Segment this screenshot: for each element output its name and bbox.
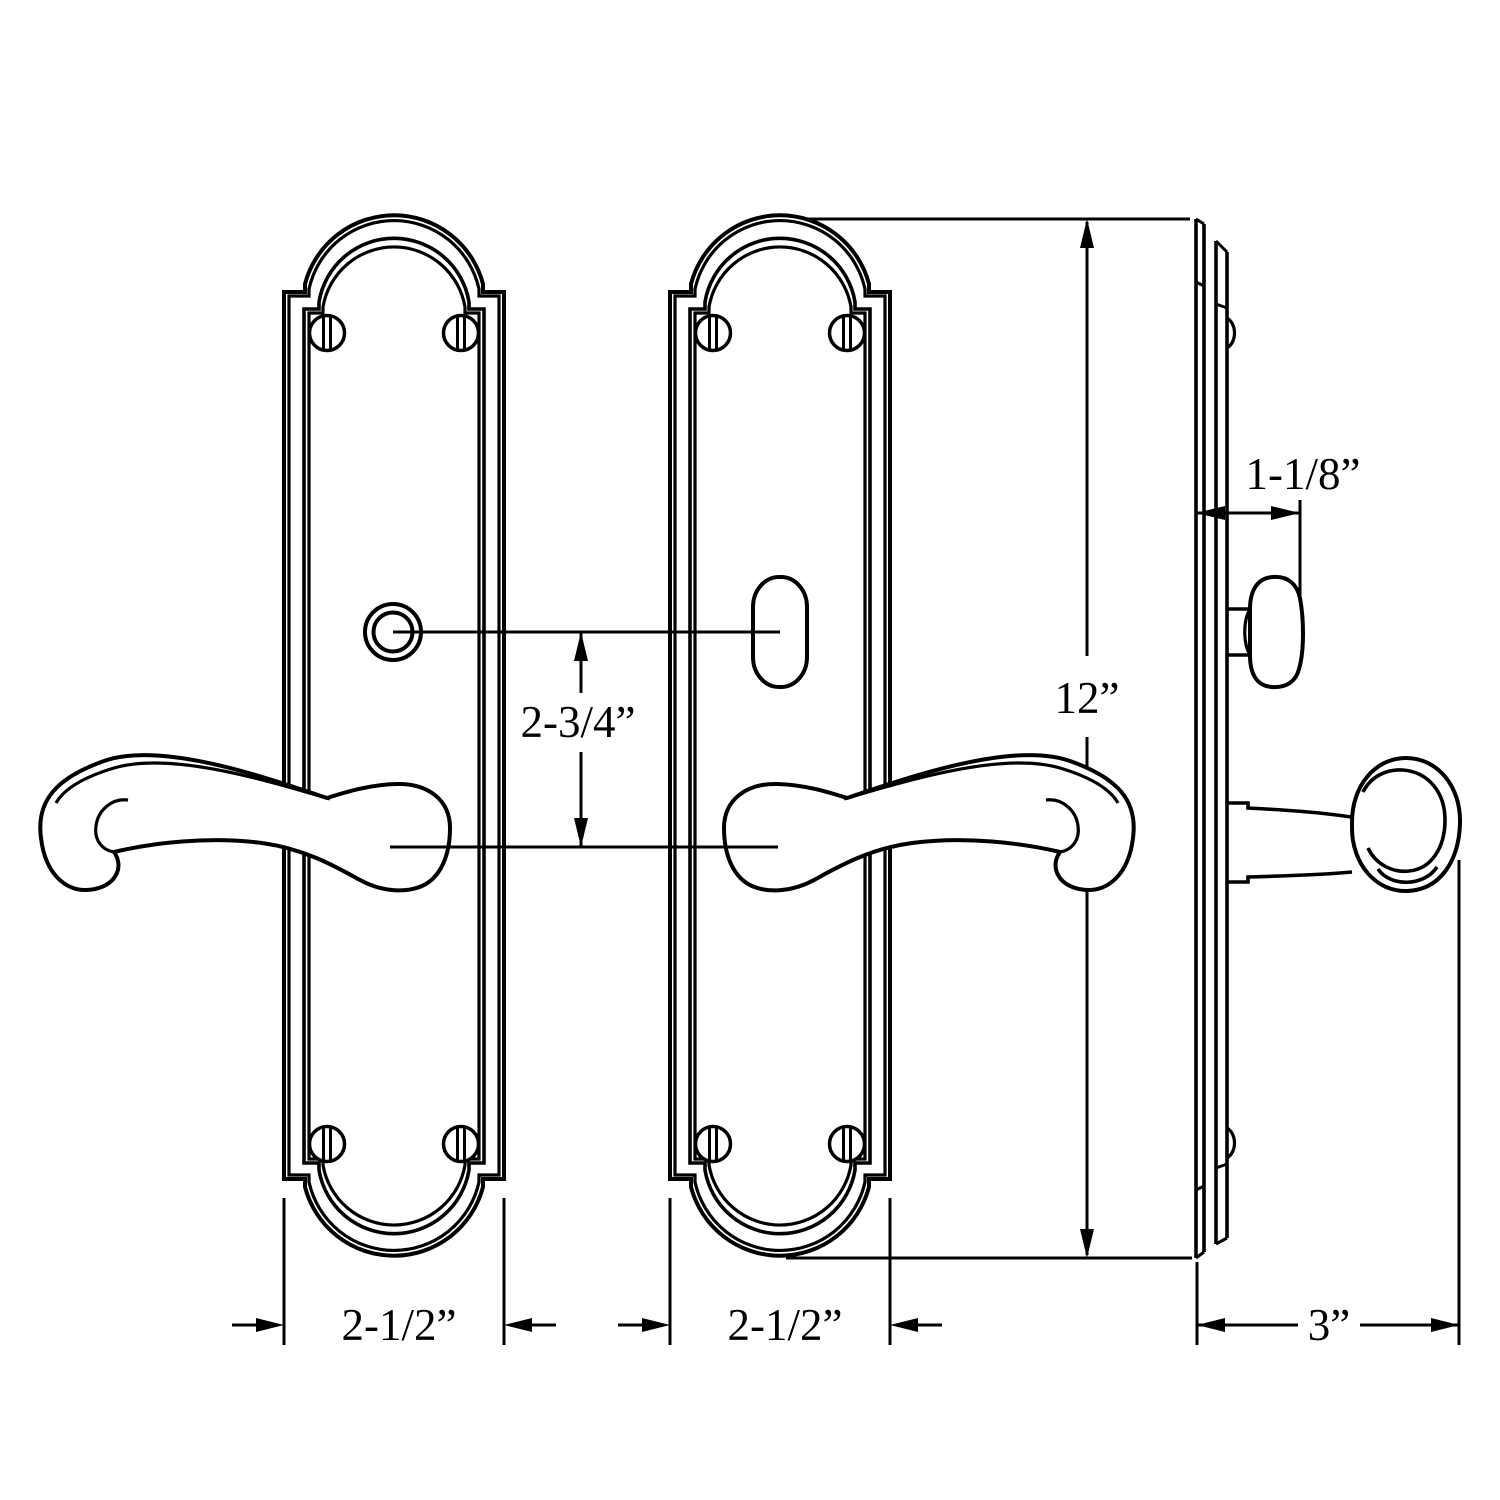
dim-label-plate-height: 12” bbox=[1055, 673, 1120, 723]
side-profile-thumbturn bbox=[1227, 574, 1306, 690]
dim-label-turn-to-lever-spacing: 2-3/4” bbox=[521, 697, 636, 747]
side-screw-head-bottom bbox=[1225, 1126, 1237, 1160]
dimension-turn-to-lever-spacing: 2-3/4” bbox=[390, 630, 780, 849]
dimension-right-plate-width: 2-1/2” bbox=[618, 1198, 942, 1350]
side-profile-lever bbox=[1227, 755, 1463, 894]
dimension-thumbturn-projection: 1-1/8” bbox=[1196, 449, 1360, 596]
dim-label-lever-projection: 3” bbox=[1308, 1300, 1350, 1350]
dim-label-left-plate-width: 2-1/2” bbox=[342, 1300, 457, 1350]
right-escutcheon-plate bbox=[670, 215, 890, 1255]
dim-label-thumbturn-projection: 1-1/8” bbox=[1246, 449, 1361, 499]
side-profile-plate bbox=[1194, 217, 1237, 1260]
dim-label-right-plate-width: 2-1/2” bbox=[728, 1300, 843, 1350]
left-escutcheon-plate bbox=[284, 215, 504, 1255]
dimension-lever-projection: 3” bbox=[1195, 860, 1461, 1350]
side-screw-head-top bbox=[1225, 316, 1237, 350]
dimension-plate-height: 12” bbox=[786, 217, 1192, 1260]
dimension-left-plate-width: 2-1/2” bbox=[232, 1198, 556, 1350]
